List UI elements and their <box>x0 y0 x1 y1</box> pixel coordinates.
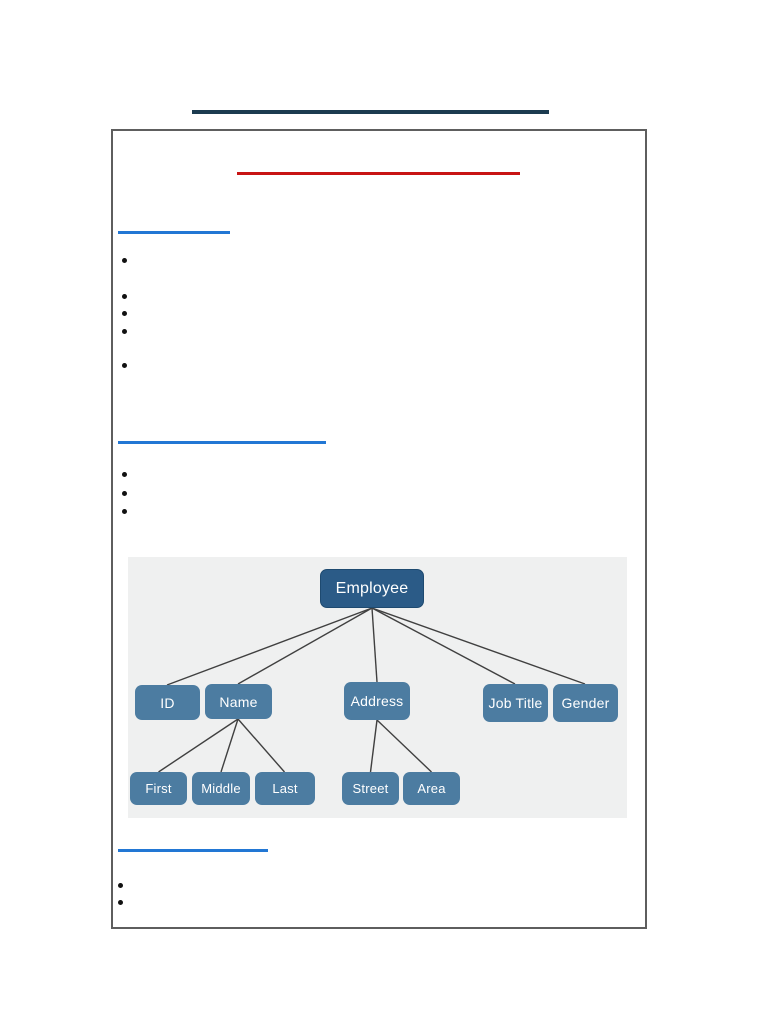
bullet-point <box>122 258 127 263</box>
employee-attribute-tree-diagram: Employee ID Name Address Job Title Gende… <box>128 557 627 818</box>
tree-node-name: Name <box>205 684 272 719</box>
tree-node-employee: Employee <box>320 569 424 608</box>
diagram-edge-lines <box>158 607 586 773</box>
tree-node-area: Area <box>403 772 460 805</box>
bullet-point <box>122 509 127 514</box>
tree-node-first: First <box>130 772 187 805</box>
bullet-point <box>122 363 127 368</box>
tree-node-gender: Gender <box>553 684 618 722</box>
bullet-point <box>122 329 127 334</box>
bullet-point <box>122 294 127 299</box>
bullet-point <box>118 883 123 888</box>
bullet-point <box>118 900 123 905</box>
tree-node-street: Street <box>342 772 399 805</box>
tree-node-job-title: Job Title <box>483 684 548 722</box>
section-heading-underline-1 <box>118 231 230 234</box>
page-title-underline <box>192 110 549 114</box>
bullet-point <box>122 491 127 496</box>
tree-node-middle: Middle <box>192 772 250 805</box>
bullet-point <box>122 311 127 316</box>
section-heading-underline-3 <box>118 849 268 852</box>
section-heading-underline-2 <box>118 441 326 444</box>
bullet-point <box>122 472 127 477</box>
tree-node-id: ID <box>135 685 200 720</box>
document-title-underline <box>237 172 520 175</box>
page-border-box: Employee ID Name Address Job Title Gende… <box>111 129 647 929</box>
tree-node-last: Last <box>255 772 315 805</box>
tree-node-address: Address <box>344 682 410 720</box>
